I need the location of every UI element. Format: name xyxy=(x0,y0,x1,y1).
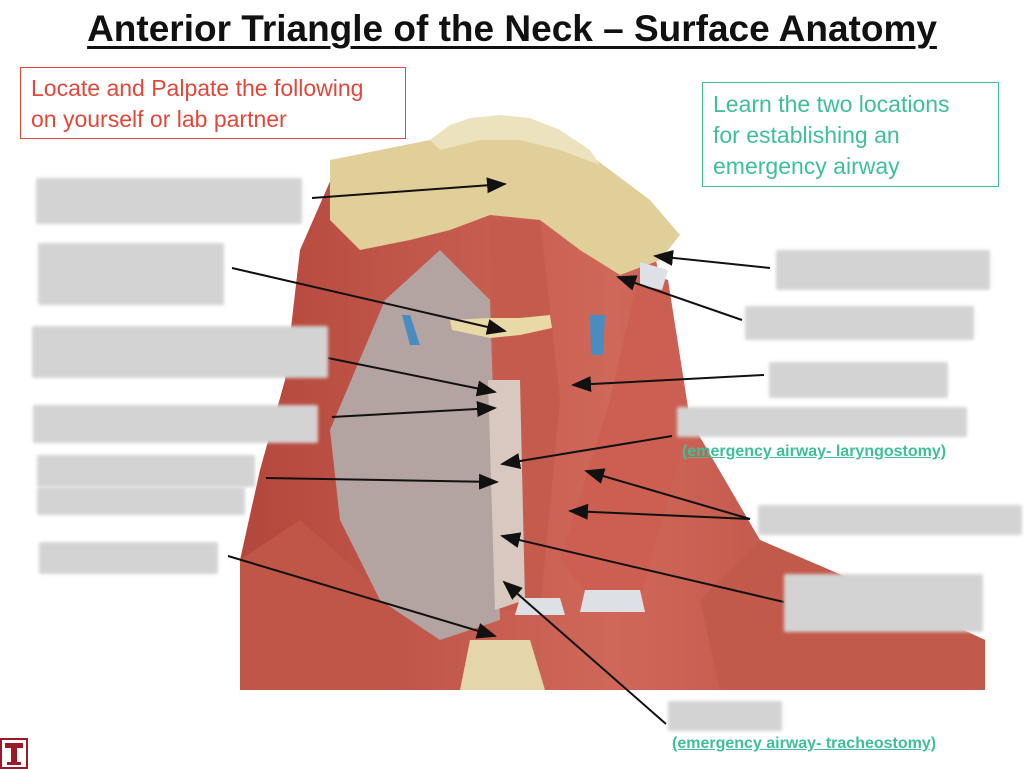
learn-line-3: emergency airway xyxy=(713,153,900,179)
label-blank-6[interactable] xyxy=(39,542,218,574)
pointer-1 xyxy=(311,177,507,199)
label-blank-5b[interactable] xyxy=(37,487,245,515)
label-blank-13[interactable] xyxy=(668,701,782,731)
pointer-4 xyxy=(331,401,497,418)
label-blank-3[interactable] xyxy=(32,326,328,378)
teeth xyxy=(430,115,600,165)
pointer-5 xyxy=(265,473,499,490)
label-blank-1[interactable] xyxy=(36,178,302,224)
tendon-upper xyxy=(640,262,668,290)
jugular-vein xyxy=(590,315,605,355)
pointer-13 xyxy=(502,580,667,725)
sternocleidomastoid-right xyxy=(560,270,690,610)
pointer-7 xyxy=(653,249,771,269)
label-blank-8[interactable] xyxy=(745,306,974,340)
label-blank-10[interactable] xyxy=(677,407,967,437)
emergency-airway-box: Learn the two locations for establishing… xyxy=(702,82,999,187)
larynx-trachea xyxy=(488,380,525,610)
pointer-2 xyxy=(231,267,507,335)
jugular-vein-left xyxy=(402,315,420,345)
label-blank-4[interactable] xyxy=(33,405,318,443)
learn-line-1: Learn the two locations xyxy=(713,91,950,117)
label-blank-7[interactable] xyxy=(776,250,990,290)
instruction-line-1: Locate and Palpate the following xyxy=(31,75,364,101)
trapezius-left xyxy=(240,520,400,690)
label-blank-5[interactable] xyxy=(37,455,255,487)
pointer-8 xyxy=(616,275,743,321)
palpate-instruction-box: Locate and Palpate the following on your… xyxy=(20,67,406,139)
label-blank-11[interactable] xyxy=(758,505,1022,535)
learn-line-2: for establishing an xyxy=(713,122,900,148)
pointer-12 xyxy=(500,532,785,603)
pointer-9 xyxy=(571,374,765,393)
temple-university-t-logo-icon xyxy=(0,738,28,769)
pointer-11b xyxy=(568,503,751,520)
label-blank-9[interactable] xyxy=(769,362,948,398)
instruction-line-2: on yourself or lab partner xyxy=(31,106,287,132)
sternal-notch xyxy=(460,640,545,690)
fascia-region xyxy=(330,250,500,640)
pointer-6 xyxy=(227,555,497,639)
label-blank-2[interactable] xyxy=(38,243,224,305)
label-blank-12[interactable] xyxy=(784,574,983,632)
page-title: Anterior Triangle of the Neck – Surface … xyxy=(87,8,937,49)
pointer-10 xyxy=(500,435,673,469)
pointer-3 xyxy=(327,357,497,397)
pointer-11a xyxy=(584,468,751,520)
tendon-right xyxy=(580,590,645,612)
tracheostomy-note: (emergency airway- tracheostomy) xyxy=(672,735,937,752)
laryngostomy-note: (emergency airway- laryngostomy) xyxy=(682,443,947,460)
